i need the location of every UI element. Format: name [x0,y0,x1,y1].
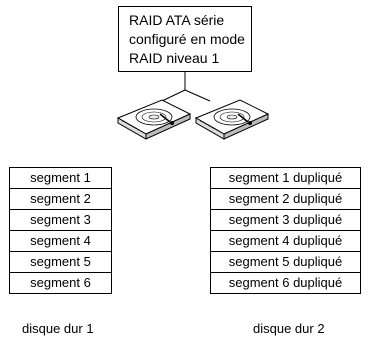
segment-cell: segment 6 [9,272,112,294]
hard-drive-2-icon [194,99,270,140]
connector-left [161,89,186,102]
table-row: segment 2 [9,188,112,210]
title-line-2: configuré en mode [129,31,245,47]
title-line-1: RAID ATA série [129,12,225,28]
table-row: segment 5 [9,251,112,273]
disk-2-segment-table: segment 1 dupliqué segment 2 dupliqué se… [210,167,361,294]
segment-cell: segment 2 dupliqué [210,188,361,210]
segment-cell: segment 5 [9,251,112,273]
segment-cell: segment 2 [9,188,112,210]
title-line-3: RAID niveau 1 [129,50,220,66]
segment-cell: segment 4 [9,230,112,252]
disk-1-segment-table: segment 1 segment 2 segment 3 segment 4 … [9,167,112,294]
segment-cell: segment 1 dupliqué [210,167,361,189]
connector-lines [161,72,211,102]
segment-cell: segment 3 [9,209,112,231]
raid-title-box: RAID ATA série configuré en mode RAID ni… [118,6,252,72]
table-row: segment 4 dupliqué [210,230,361,252]
segment-cell: segment 4 dupliqué [210,230,361,252]
hard-drive-1-icon [116,99,192,140]
segment-cell: segment 6 dupliqué [210,272,361,294]
table-row: segment 6 dupliqué [210,272,361,294]
segment-cell: segment 5 dupliqué [210,251,361,273]
table-row: segment 2 dupliqué [210,188,361,210]
disk-1-label: disque dur 1 [22,321,94,336]
table-row: segment 1 [9,167,112,189]
table-row: segment 6 [9,272,112,294]
table-row: segment 5 dupliqué [210,251,361,273]
disk-2-label: disque dur 2 [253,321,325,336]
table-row: segment 4 [9,230,112,252]
table-row: segment 3 [9,209,112,231]
table-row: segment 3 dupliqué [210,209,361,231]
table-row: segment 1 dupliqué [210,167,361,189]
segment-cell: segment 3 dupliqué [210,209,361,231]
segment-cell: segment 1 [9,167,112,189]
connector-right [184,89,211,102]
